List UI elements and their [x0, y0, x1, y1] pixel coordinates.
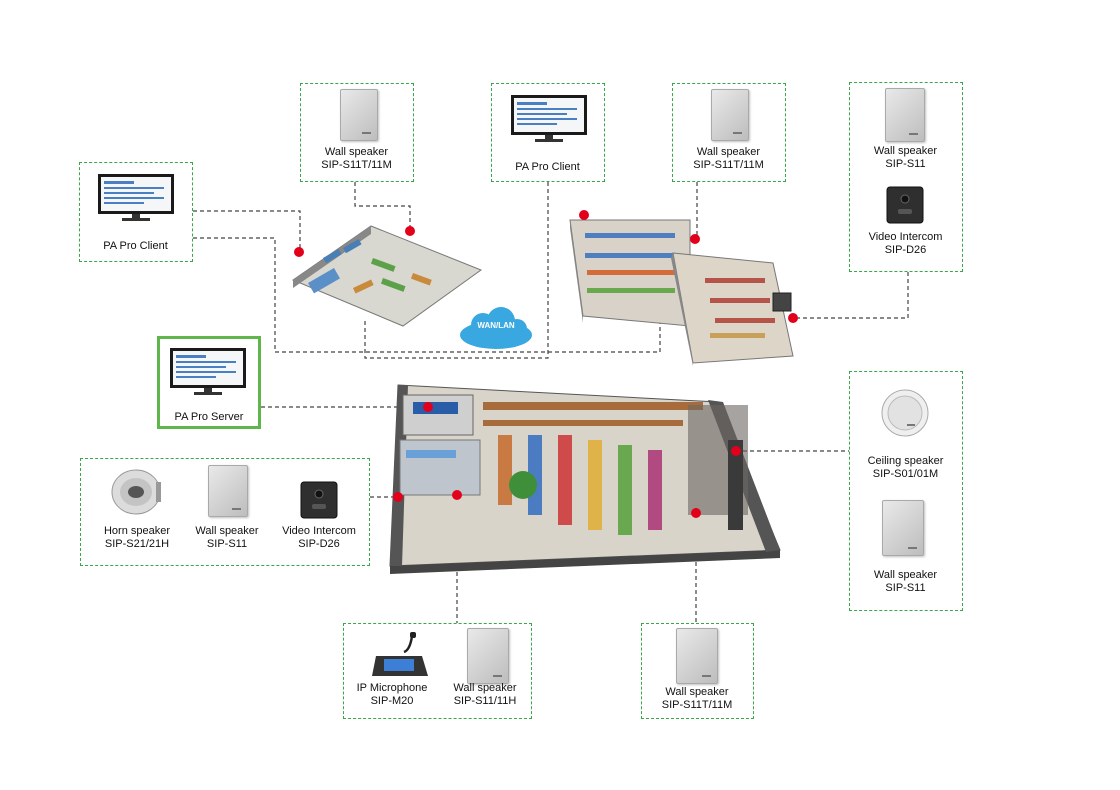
link-wall-top-left [354, 182, 411, 230]
monitor-icon [511, 95, 587, 142]
pa-client-top-label: PA Pro Client [515, 161, 580, 173]
mic-model: SIP-M20 [370, 695, 414, 707]
node-market-right [788, 313, 798, 323]
wall-top-left-name: Wall speaker [324, 146, 389, 158]
pa-client-left-label: PA Pro Client [103, 240, 168, 252]
top-right-group-box: Wall speaker SIP-S11 Video Intercom SIP-… [849, 82, 963, 272]
main-store-illustration [389, 384, 781, 574]
top-right-wall-name: Wall speaker [873, 145, 938, 157]
right-wall-model: SIP-S11 [885, 582, 926, 594]
ceiling-speaker-icon [881, 389, 929, 437]
node-market-top [690, 234, 700, 244]
top-right-intercom-name: Video Intercom [868, 231, 943, 243]
node-store-counter [452, 490, 462, 500]
right-wall-name: Wall speaker [873, 569, 938, 581]
horn-name: Horn speaker [103, 525, 171, 537]
node-store-office [423, 402, 433, 412]
wall-speaker-icon [467, 628, 509, 684]
horn-speaker-icon [111, 469, 161, 515]
node-market-left [579, 210, 589, 220]
left-intercom-name: Video Intercom [282, 525, 356, 537]
cloud-label: WAN/LAN [477, 321, 515, 330]
supermarket-illustration [569, 219, 794, 366]
pa-client-left-box: PA Pro Client [79, 162, 193, 262]
pa-client-top-box: PA Pro Client [491, 83, 605, 182]
mic-name: IP Microphone [356, 682, 428, 694]
left-wall-model: SIP-S11 [206, 538, 248, 550]
link-pa-client-top [364, 182, 549, 359]
monitor-icon [170, 348, 246, 395]
video-intercom-icon [300, 481, 338, 519]
ceiling-name: Ceiling speaker [867, 455, 944, 467]
bottom-mid-group-box: IP Microphone SIP-M20 Wall speaker SIP-S… [343, 623, 532, 719]
left-intercom-model: SIP-D26 [298, 538, 340, 550]
wall-speaker-icon [208, 465, 248, 517]
wall-speaker-icon [885, 88, 925, 142]
node-shop-top [405, 226, 415, 236]
small-shop-illustration [291, 225, 483, 327]
bottom-right-wall-name: Wall speaker [665, 686, 729, 698]
monitor-icon [98, 174, 174, 221]
top-right-intercom-model: SIP-D26 [884, 244, 927, 256]
wall-speaker-top-left-box: Wall speaker SIP-S11T/11M [300, 83, 414, 182]
link-top-right [793, 272, 909, 319]
pa-server-label: PA Pro Server [174, 411, 244, 423]
video-intercom-icon [886, 186, 924, 224]
bottom-mid-wall-model: SIP-S11/11H [453, 695, 517, 707]
link-client-left-to-shop [193, 210, 301, 250]
left-group-box: Horn speaker SIP-S21/21H Wall speaker SI… [80, 458, 370, 566]
wall-speaker-top-mid-box: Wall speaker SIP-S11T/11M [672, 83, 786, 182]
horn-model: SIP-S21/21H [104, 538, 170, 550]
node-shop-left [294, 247, 304, 257]
node-store-left [393, 492, 403, 502]
ceiling-model: SIP-S01/01M [872, 468, 939, 480]
wall-speaker-icon [676, 628, 718, 684]
ip-microphone-icon [372, 632, 428, 676]
wall-top-mid-model: SIP-S11T/11M [693, 159, 764, 171]
wall-top-left-model: SIP-S11T/11M [321, 159, 392, 171]
right-group-box: Ceiling speaker SIP-S01/01M Wall speaker… [849, 371, 963, 611]
top-right-wall-model: SIP-S11 [885, 158, 926, 170]
wall-speaker-icon [882, 500, 924, 556]
wan-lan-cloud: WAN/LAN [455, 305, 537, 355]
cloud-icon [460, 307, 532, 349]
left-wall-name: Wall speaker [195, 525, 259, 537]
wall-top-mid-name: Wall speaker [696, 146, 761, 158]
node-store-right [731, 446, 741, 456]
wall-speaker-icon [340, 89, 378, 141]
bottom-right-wall-model: SIP-S11T/11M [661, 699, 733, 711]
bottom-right-box: Wall speaker SIP-S11T/11M [641, 623, 754, 719]
node-store-bottom [691, 508, 701, 518]
link-client-left-to-server [193, 237, 661, 353]
wall-speaker-icon [711, 89, 749, 141]
bottom-mid-wall-name: Wall speaker [453, 682, 517, 694]
pa-server-box: PA Pro Server [157, 336, 261, 429]
